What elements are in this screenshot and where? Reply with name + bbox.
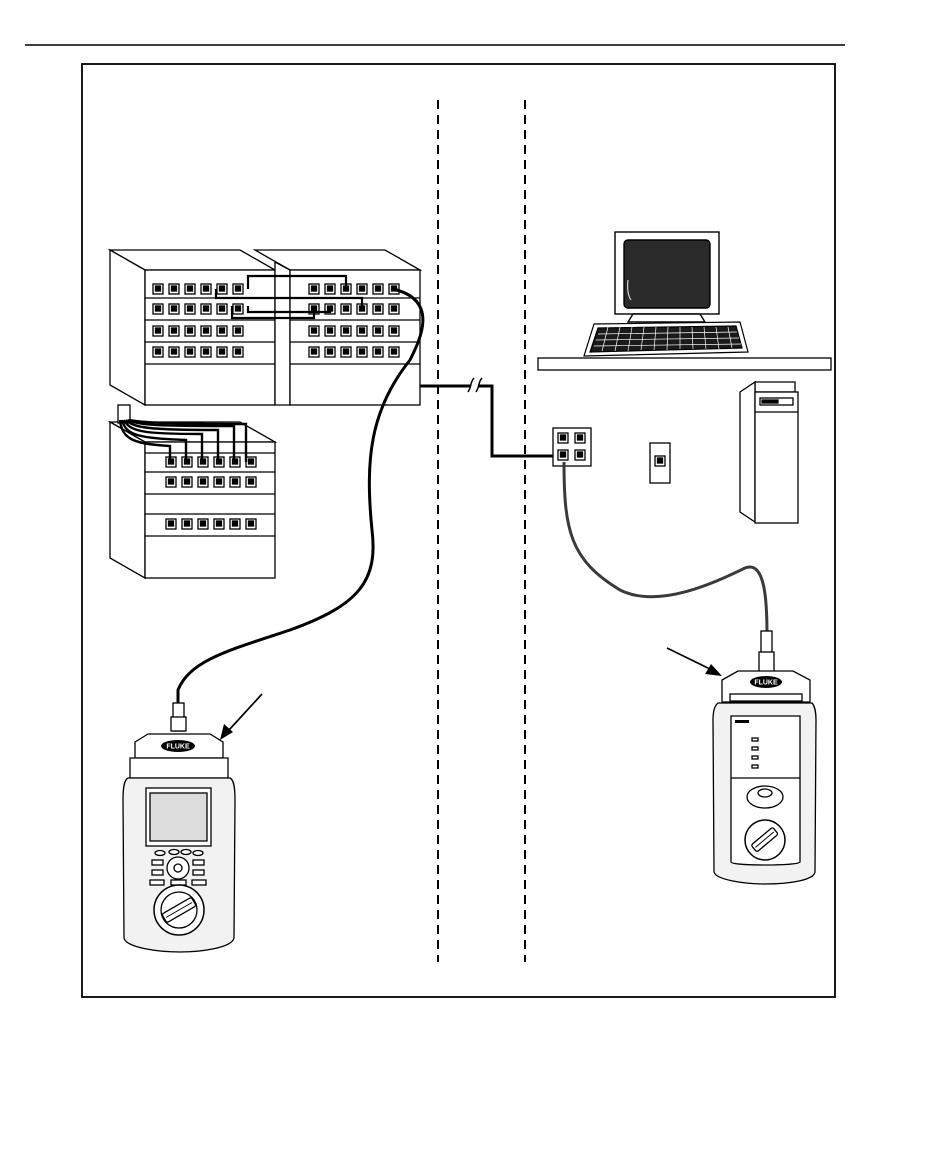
remote-tester-brand-badge: FLUKE: [750, 676, 782, 688]
wall-jack-icon: [553, 428, 591, 466]
remote-tester-brand-label: FLUKE: [754, 680, 778, 687]
keyboard-icon: [584, 322, 748, 356]
horizontal-link-cable: [420, 386, 558, 456]
pc-tower-icon: [740, 382, 798, 523]
desk: [538, 358, 831, 370]
single-outlet-icon: [650, 443, 670, 483]
remote-unit-icon: [713, 631, 816, 884]
main-tester-brand-label: FLUKE: [166, 744, 190, 751]
patch-panel-icon: [110, 250, 420, 578]
zone-separators: [438, 100, 525, 962]
remote-tester-arrow: [667, 648, 722, 676]
remote-patch-cable: [564, 462, 767, 635]
remote-panel-logo: [735, 720, 749, 723]
main-tester-brand-badge: FLUKE: [161, 740, 195, 752]
main-tester-arrow: [220, 694, 262, 740]
monitor-icon: [615, 232, 719, 322]
